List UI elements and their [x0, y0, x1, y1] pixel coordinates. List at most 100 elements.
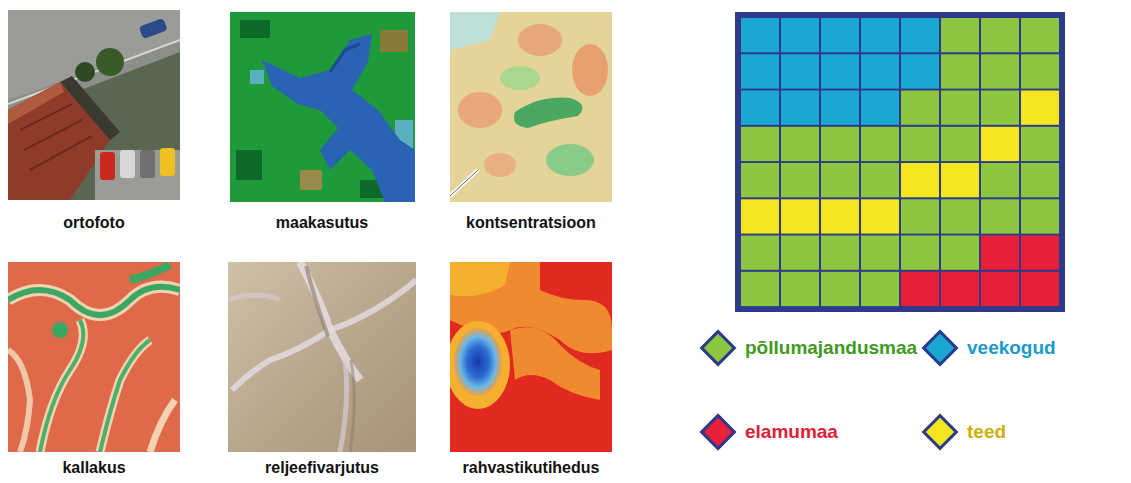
illustration-part [454, 328, 502, 396]
illustration-part [232, 330, 330, 390]
illustration-part [262, 34, 415, 202]
illustration-part [330, 44, 360, 72]
legend-text: veekogud [967, 337, 1056, 359]
illustration-part [120, 150, 135, 178]
illustration-part [546, 144, 594, 176]
image-caption: reljeefivarjutus [265, 459, 379, 477]
illustration-part [330, 280, 416, 330]
grid-cell [981, 236, 1019, 270]
illustration-part [40, 320, 83, 452]
grid-cell [821, 54, 859, 88]
grid-cell [861, 199, 899, 233]
grid-cell [821, 272, 859, 306]
grid-cell [981, 272, 1019, 306]
illustration-part [458, 92, 502, 128]
grid-cell [901, 54, 939, 88]
grid-cell [981, 54, 1019, 88]
grid-cell [941, 54, 979, 88]
illustration-part [130, 265, 170, 280]
illustration-part [450, 170, 478, 196]
illustration-part [139, 18, 168, 39]
image-caption: rahvastikutihedus [463, 459, 600, 477]
illustration-part [8, 82, 64, 124]
illustration-part [8, 287, 180, 315]
illustration-part [236, 150, 262, 180]
grid-cell [901, 91, 939, 125]
grid-cell [741, 163, 779, 197]
illustration-part [510, 327, 600, 400]
concentration-image [450, 12, 612, 202]
illustration-part [8, 40, 180, 104]
illustration-part [230, 12, 415, 202]
population-density-image [450, 262, 612, 452]
grid-cell [781, 127, 819, 161]
grid-cell [941, 236, 979, 270]
grid-cell [861, 272, 899, 306]
raster-grid [735, 12, 1065, 312]
grid-cell [821, 236, 859, 270]
grid-cell [941, 199, 979, 233]
illustration-part [52, 322, 68, 338]
legend-swatch [922, 414, 959, 451]
grid-cell [861, 127, 899, 161]
illustration-part [100, 340, 150, 452]
illustration-part [75, 62, 95, 82]
grid-cell [821, 91, 859, 125]
grid-cell [981, 127, 1019, 161]
grid-cell [941, 18, 979, 52]
illustration-part [160, 148, 175, 176]
illustration-part [450, 12, 500, 50]
illustration-part [450, 262, 510, 296]
grid-cell [861, 163, 899, 197]
grid-cell [821, 18, 859, 52]
legend-swatch [922, 330, 959, 367]
image-caption: maakasutus [276, 214, 369, 232]
grid-cell [1021, 199, 1059, 233]
grid-cell [941, 272, 979, 306]
grid-cell [981, 18, 1019, 52]
illustration-part [60, 76, 120, 140]
illustration-part [40, 320, 83, 452]
grid-cell [901, 236, 939, 270]
illustration-part [340, 360, 347, 452]
illustration-part [450, 262, 612, 452]
hillshade-image [228, 262, 416, 452]
illustration-part [250, 70, 264, 84]
grid-cell [741, 18, 779, 52]
grid-cell [821, 127, 859, 161]
legend-swatch [700, 330, 737, 367]
illustration-part [500, 66, 540, 90]
illustration-part [450, 12, 612, 202]
illustration-part [228, 262, 416, 452]
slope-image [8, 262, 180, 452]
land-use-image [230, 12, 415, 202]
grid-cell [861, 236, 899, 270]
grid-cell [741, 236, 779, 270]
grid-cell [981, 199, 1019, 233]
grid-cell [901, 272, 939, 306]
illustration-part [518, 24, 562, 56]
grid-cell [901, 18, 939, 52]
grid-cell [941, 127, 979, 161]
grid-cell [901, 199, 939, 233]
grid-cell [781, 199, 819, 233]
grid-cell [741, 91, 779, 125]
grid-cell [981, 91, 1019, 125]
legend-text: teed [967, 421, 1006, 443]
grid-cell [901, 163, 939, 197]
image-caption: ortofoto [63, 214, 124, 232]
illustration-part [100, 340, 150, 452]
grid-cell [1021, 163, 1059, 197]
illustration-part [380, 30, 408, 52]
illustration-part [8, 287, 180, 315]
illustration-part [100, 152, 115, 180]
grid-cell [781, 236, 819, 270]
grid-cell [981, 163, 1019, 197]
illustration-part [96, 48, 124, 76]
illustration-part [8, 82, 110, 200]
grid-cell [781, 91, 819, 125]
illustration-part [350, 360, 354, 452]
illustration-part [140, 150, 155, 178]
image-caption: kontsentratsioon [466, 214, 596, 232]
